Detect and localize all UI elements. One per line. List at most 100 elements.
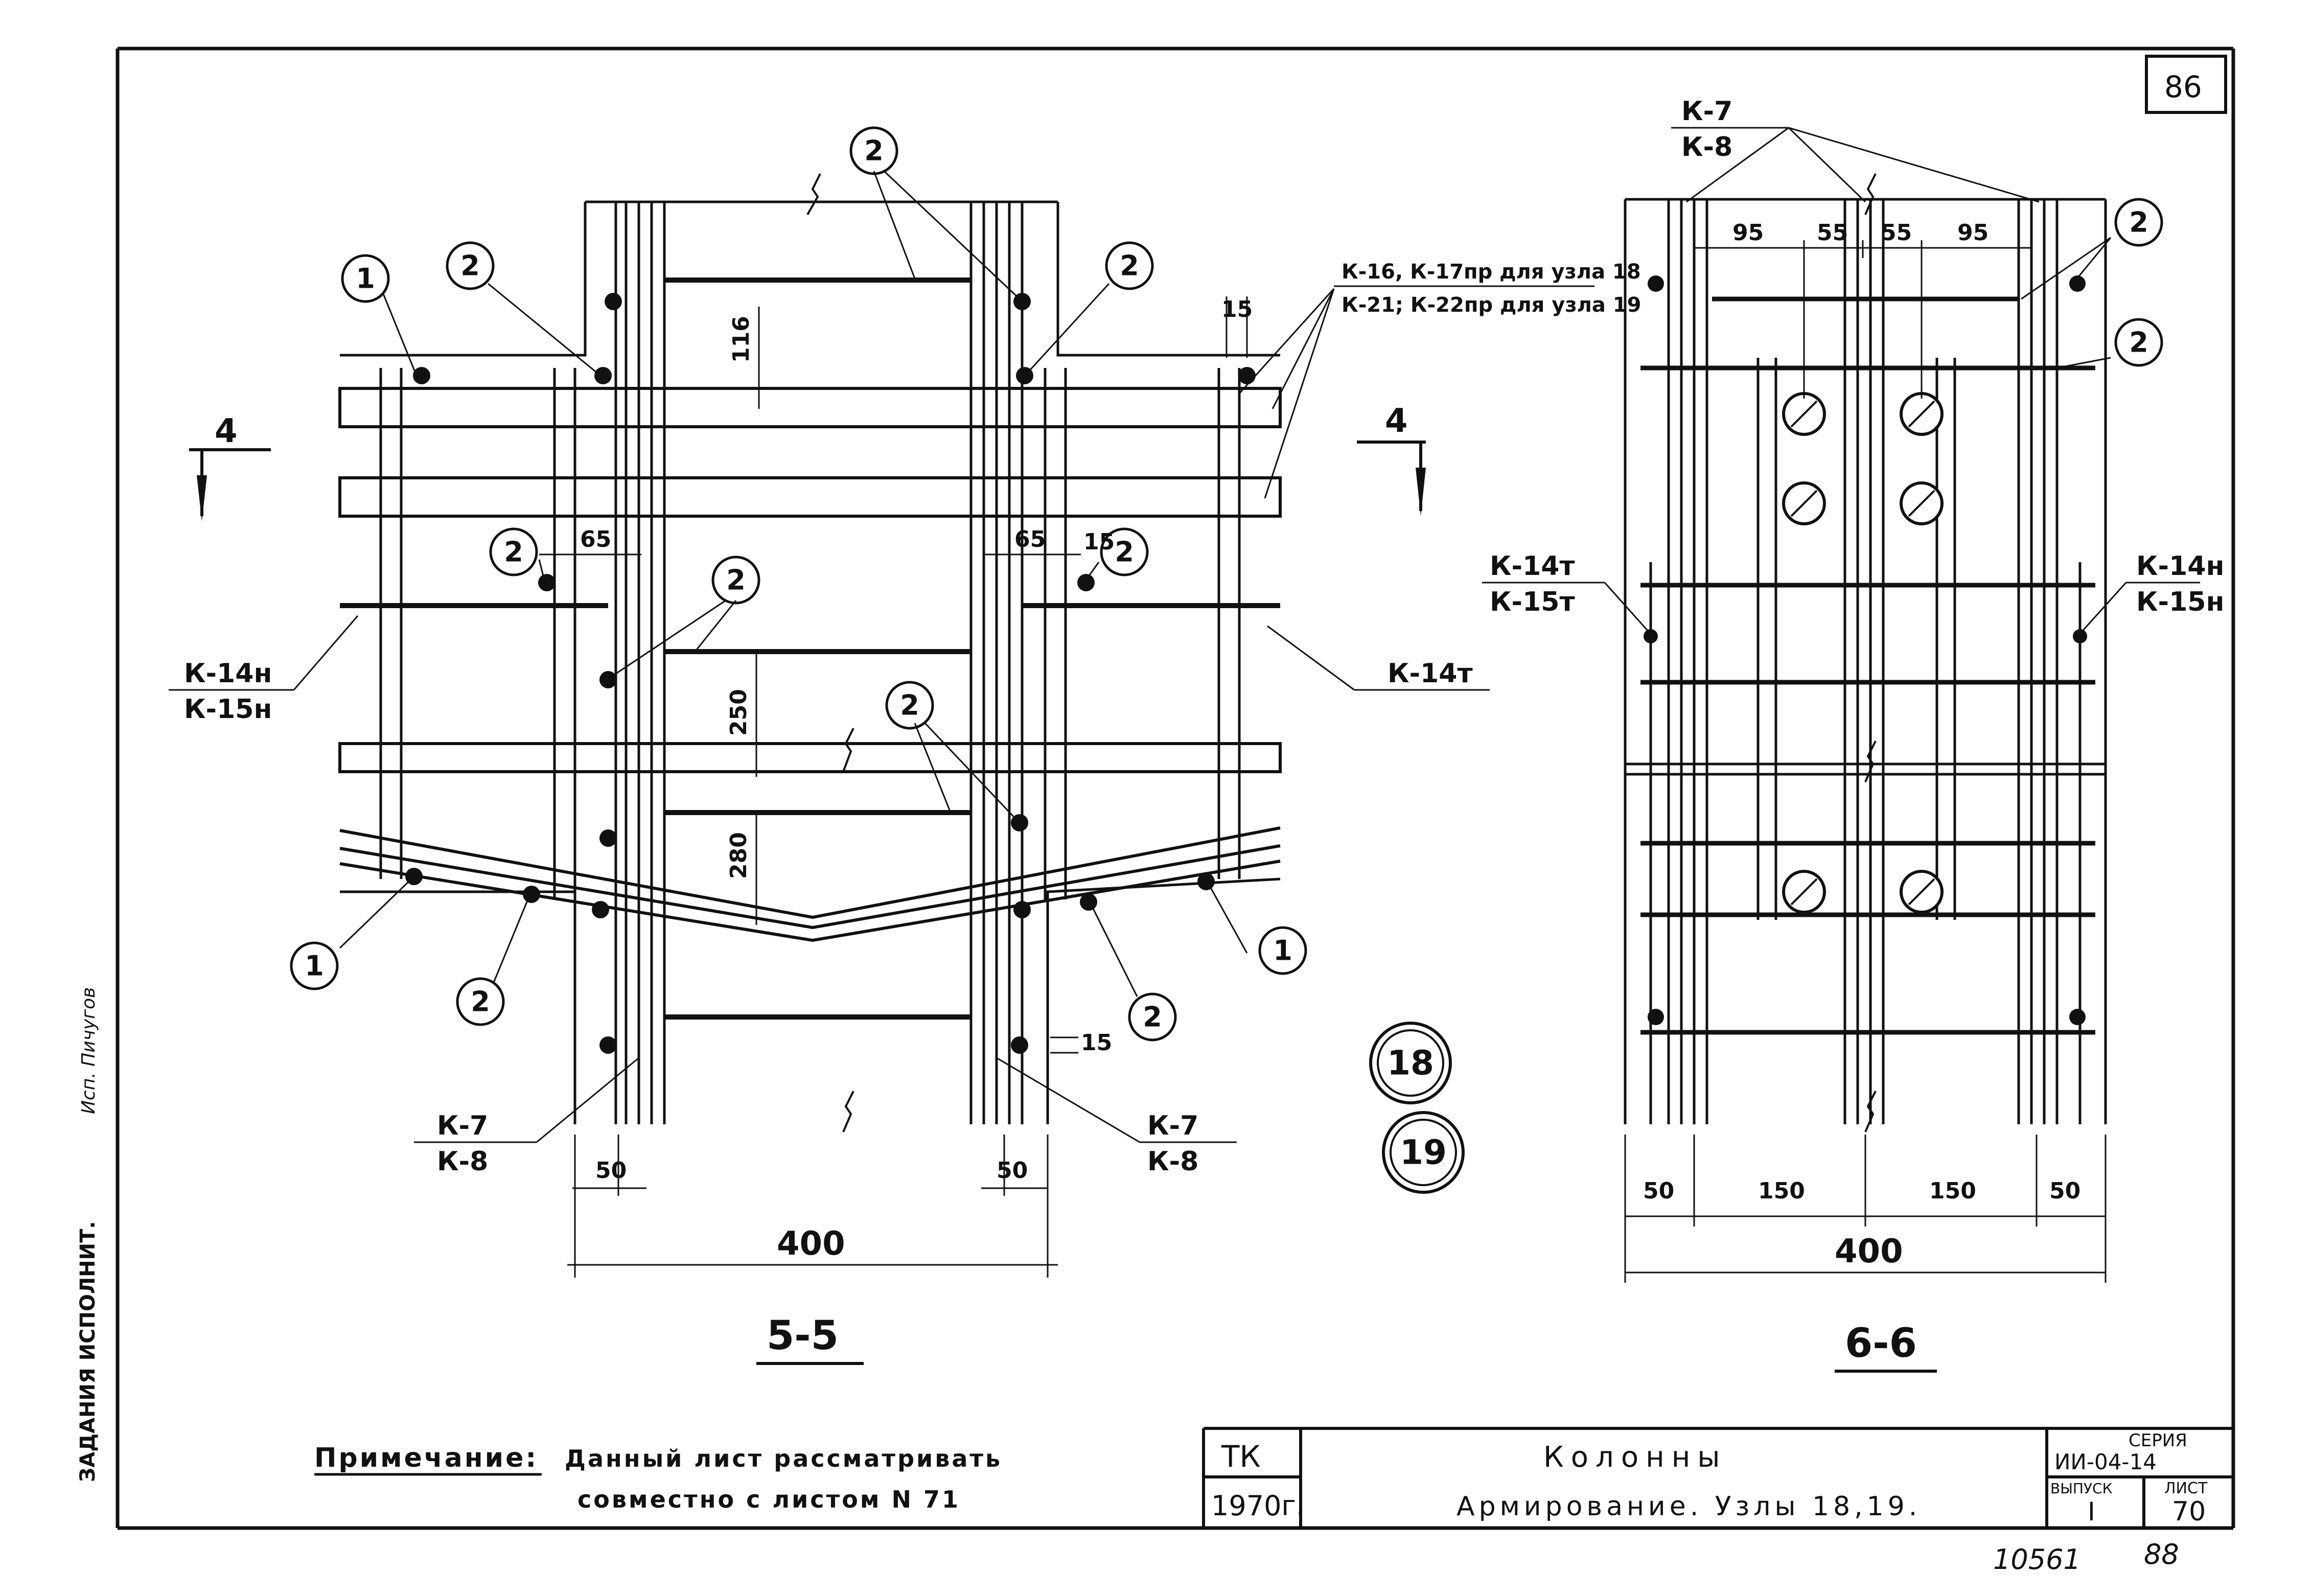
svg-text:2: 2 [1120,250,1139,282]
marker-2-i: 2 [1128,992,1177,1042]
label-k7-6: К-7 [1681,96,1732,127]
dim-65-right: 65 [1014,526,1046,552]
svg-text:2: 2 [504,536,523,568]
svg-text:2: 2 [2129,206,2148,239]
svg-text:1: 1 [305,950,324,982]
tb-year: 1970г. [1211,1490,1305,1522]
node-18: 18 [1369,1022,1452,1104]
node-circles: 18 19 [1369,1022,1465,1194]
marker-2-a: 2 [446,241,495,290]
svg-text:2: 2 [2129,327,2148,359]
sheet-frame: 86 ЗАДАНИЯ ИСПОЛНИТ. Исп. Пичугов [76,47,2235,1530]
label-k8-6: К-8 [1681,132,1732,163]
dim-15-bottom: 15 [1081,1030,1112,1056]
marker-1-a: 1 [341,254,390,303]
dim-50-b: 50 [2049,1178,2080,1204]
dim-280: 280 [726,832,752,879]
tb-org: ТК [1221,1439,1261,1474]
dim-116: 116 [728,316,754,363]
marker-2-g: 2 [885,681,934,730]
label-k7-right: К-7 [1147,1111,1198,1141]
position-markers-5-5: 1 2 2 2 2 2 2 2 1 2 1 2 [290,126,1307,1042]
dim-150-a: 150 [1758,1178,1805,1204]
marker-2-e: 2 [711,556,760,605]
label-k7-left: К-7 [437,1111,488,1141]
sheet-corner-number: 86 [2164,70,2202,104]
svg-text:2: 2 [864,135,884,167]
page-number: 88 [2144,1538,2179,1570]
tb-sheet-label: ЛИСТ [2164,1479,2208,1497]
marker-2-h: 2 [456,977,505,1026]
label-k14t-right: К-14т [1388,658,1473,689]
tb-title: Колонны [1543,1441,1727,1474]
note: Примечание: Данный лист рассматривать со… [314,1443,1002,1513]
svg-text:1: 1 [356,263,375,295]
marker-6-a: 2 [2114,198,2163,247]
marker-1-c: 1 [1258,926,1307,975]
svg-text:1: 1 [1273,935,1292,967]
dim-50-left: 50 [595,1158,627,1184]
svg-text:19: 19 [1400,1133,1447,1172]
svg-text:2: 2 [900,689,919,722]
label-k21: К-21; К-22пр для узла 19 [1342,293,1641,317]
svg-text:2: 2 [460,250,480,282]
dim-400-6: 400 [1835,1233,1903,1270]
archive-number: 10561 [1993,1543,2081,1576]
note-line-2: совместно с листом N 71 [577,1486,960,1513]
dim-95-right: 95 [1957,220,1989,246]
svg-text:18: 18 [1387,1044,1434,1083]
label-k15n-left: К-15н [184,694,272,725]
marker-2-f: 2 [1100,527,1149,576]
tb-sheet: 70 [2172,1496,2206,1527]
dim-400: 400 [777,1225,845,1263]
label-k14n-6: К-14н [2136,551,2224,582]
dim-150-b: 150 [1929,1178,1976,1204]
svg-text:2: 2 [471,986,490,1018]
cut-label-left: 4 [215,412,238,450]
dim-50-a: 50 [1643,1178,1674,1204]
label-k8-right: К-8 [1147,1146,1198,1177]
label-k14n-left: К-14н [184,658,272,689]
tb-series-label: СЕРИЯ [2129,1430,2187,1451]
label-k16: К-16, К-17пр для узла 18 [1342,260,1641,284]
dim-55-right: 55 [1881,220,1912,246]
title-block: ТК 1970г. Колонны Армирование. Узлы 18,1… [1202,1427,2233,1528]
marker-6-b: 2 [2114,318,2163,367]
cut-label-right: 4 [1385,402,1408,440]
section-5-5: 4 116 250 280 65 65 15 15 15 50 [169,126,1641,1365]
svg-text:2: 2 [1115,536,1134,568]
tb-issue: I [2088,1497,2095,1526]
label-k8-left: К-8 [437,1146,488,1177]
dim-55-left: 55 [1817,220,1848,246]
section-5-5-title: 5-5 [767,1313,839,1359]
section-6-6-title: 6-6 [1845,1321,1917,1367]
label-k15t-6: К-15т [1490,587,1575,617]
dim-65-left: 65 [580,526,611,552]
signature: Исп. Пичугов [78,987,99,1114]
dim-50-right: 50 [997,1158,1028,1184]
side-stamp: ЗАДАНИЯ ИСПОЛНИТ. [76,1221,100,1482]
svg-text:2: 2 [726,564,746,596]
marker-2-d: 2 [489,527,538,576]
cut-arrow-left: 4 [189,412,271,521]
tb-series: ИИ-04-14 [2054,1449,2157,1474]
svg-text:2: 2 [1143,1001,1162,1033]
marker-1-b: 1 [290,941,339,990]
label-k15n-6: К-15н [2136,587,2224,617]
marker-2-c: 2 [1105,241,1154,290]
tb-subtitle: Армирование. Узлы 18,19. [1456,1491,1921,1522]
section-6-6: 4 95 55 55 95 50 150 150 50 400 [1357,96,2224,1373]
label-k14t-6: К-14т [1490,551,1575,582]
marker-2-b: 2 [849,126,898,175]
tb-issue-label: ВЫПУСК [2050,1480,2113,1497]
cut-arrow-right: 4 [1357,402,1426,516]
node-19: 19 [1382,1111,1465,1194]
dim-250: 250 [726,689,752,736]
position-markers-6-6: 2 2 [2114,198,2163,367]
note-label: Примечание: [314,1443,538,1473]
note-line-1: Данный лист рассматривать [565,1445,1002,1472]
dim-15-top: 15 [1221,296,1253,322]
dim-95-left: 95 [1732,220,1764,246]
